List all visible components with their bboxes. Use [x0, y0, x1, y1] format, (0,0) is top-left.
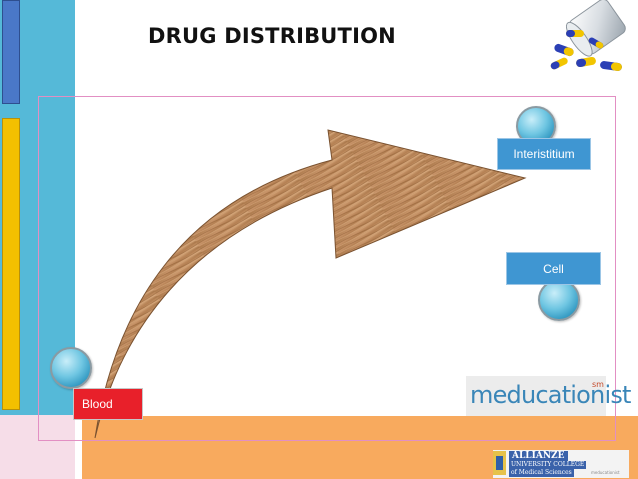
yellow-accent-bar: [2, 118, 20, 410]
cell-node-icon: [538, 279, 580, 321]
left-accent-band-bottom: [0, 415, 75, 479]
interstitium-label-text: Interistitium: [513, 147, 575, 161]
allianze-logo-title: ALLIANZE: [509, 451, 568, 461]
meducationist-logo-text: meducationist: [470, 381, 631, 409]
allianze-logo-line2: of Medical Sciences: [509, 469, 574, 477]
blood-node-icon: [50, 347, 92, 389]
meducationist-logo-mark: sm: [592, 380, 604, 389]
slide-title: DRUG DISTRIBUTION: [148, 24, 396, 48]
content-frame: [38, 96, 616, 441]
blue-accent-bar: [2, 0, 20, 104]
cell-label-text: Cell: [543, 261, 564, 276]
allianze-logo-icon: [493, 451, 506, 475]
cell-label: Cell: [506, 252, 601, 285]
pills-icon: [550, 0, 626, 71]
allianze-logo-tag: meducationist: [591, 470, 620, 475]
blood-label: Blood: [73, 388, 143, 420]
blood-label-text: Blood: [82, 397, 113, 411]
interstitium-label: Interistitium: [497, 138, 591, 170]
allianze-logo: ALLIANZE UNIVERSITY COLLEGE of Medical S…: [493, 450, 629, 478]
meducationist-logo: meducationist sm: [466, 376, 631, 416]
allianze-logo-line1: UNIVERSITY COLLEGE: [509, 461, 587, 469]
